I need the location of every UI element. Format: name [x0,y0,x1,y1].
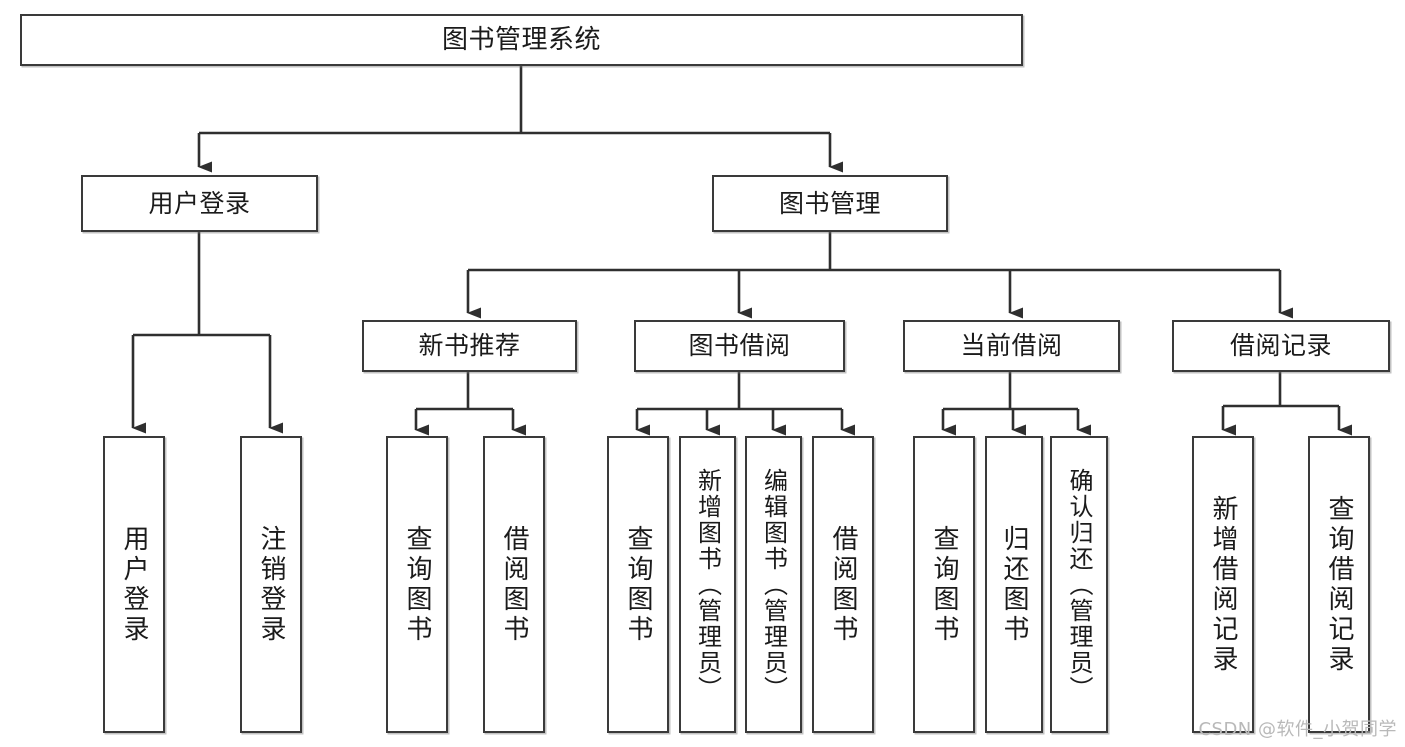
node-label-book-borrow: 图书借阅 [688,331,791,361]
node-leaf-query-book-borrow[interactable]: 查询图书 [607,436,669,733]
csdn-watermark: CSDN @软件_小贺同学 [1198,719,1397,740]
node-label-new-book-recommend: 新书推荐 [418,331,521,361]
node-leaf-user-logout[interactable]: 注销登录 [240,436,302,733]
node-label-user-login: 用户登录 [148,188,251,218]
node-label-leaf-query-book-borrow: 查询图书 [623,524,653,645]
node-leaf-add-book-admin[interactable]: 新增图书（管理员） [679,436,736,733]
node-label-leaf-user-login: 用户登录 [119,524,149,645]
node-label-leaf-borrow-book-rec: 借阅图书 [499,524,529,645]
node-root[interactable]: 图书管理系统 [20,14,1023,66]
node-label-leaf-query-book-rec: 查询图书 [402,524,432,645]
node-label-leaf-edit-book-admin: 编辑图书（管理员） [759,467,788,702]
node-leaf-user-login[interactable]: 用户登录 [103,436,165,733]
node-label-leaf-confirm-return-admin: 确认归还（管理员） [1065,467,1093,702]
node-leaf-borrow-book-rec[interactable]: 借阅图书 [483,436,545,733]
node-label-leaf-return-book: 归还图书 [999,524,1029,645]
node-label-leaf-add-book-admin: 新增图书（管理员） [693,467,722,702]
node-leaf-confirm-return-admin[interactable]: 确认归还（管理员） [1050,436,1108,733]
node-label-borrow-record: 借阅记录 [1229,331,1332,361]
node-label-leaf-query-book-cur: 查询图书 [929,524,959,645]
node-leaf-query-book-rec[interactable]: 查询图书 [386,436,448,733]
node-label-root: 图书管理系统 [441,24,601,55]
node-label-book-manage: 图书管理 [778,188,881,218]
node-user-login[interactable]: 用户登录 [81,175,318,232]
node-leaf-return-book[interactable]: 归还图书 [985,436,1043,733]
node-label-leaf-add-borrow-record: 新增借阅记录 [1208,494,1238,675]
node-current-borrow[interactable]: 当前借阅 [903,320,1120,372]
node-leaf-borrow-book-borrow[interactable]: 借阅图书 [812,436,874,733]
node-book-borrow[interactable]: 图书借阅 [634,320,845,372]
node-new-book-recommend[interactable]: 新书推荐 [362,320,577,372]
node-leaf-query-book-cur[interactable]: 查询图书 [913,436,975,733]
node-label-leaf-borrow-book-borrow: 借阅图书 [828,524,858,645]
node-leaf-edit-book-admin[interactable]: 编辑图书（管理员） [745,436,802,733]
node-borrow-record[interactable]: 借阅记录 [1172,320,1390,372]
node-label-leaf-query-borrow-record: 查询借阅记录 [1324,494,1354,675]
node-leaf-add-borrow-record[interactable]: 新增借阅记录 [1192,436,1254,733]
node-label-current-borrow: 当前借阅 [960,331,1063,361]
node-book-manage[interactable]: 图书管理 [712,175,948,232]
node-label-leaf-user-logout: 注销登录 [256,524,286,645]
node-leaf-query-borrow-record[interactable]: 查询借阅记录 [1308,436,1370,733]
